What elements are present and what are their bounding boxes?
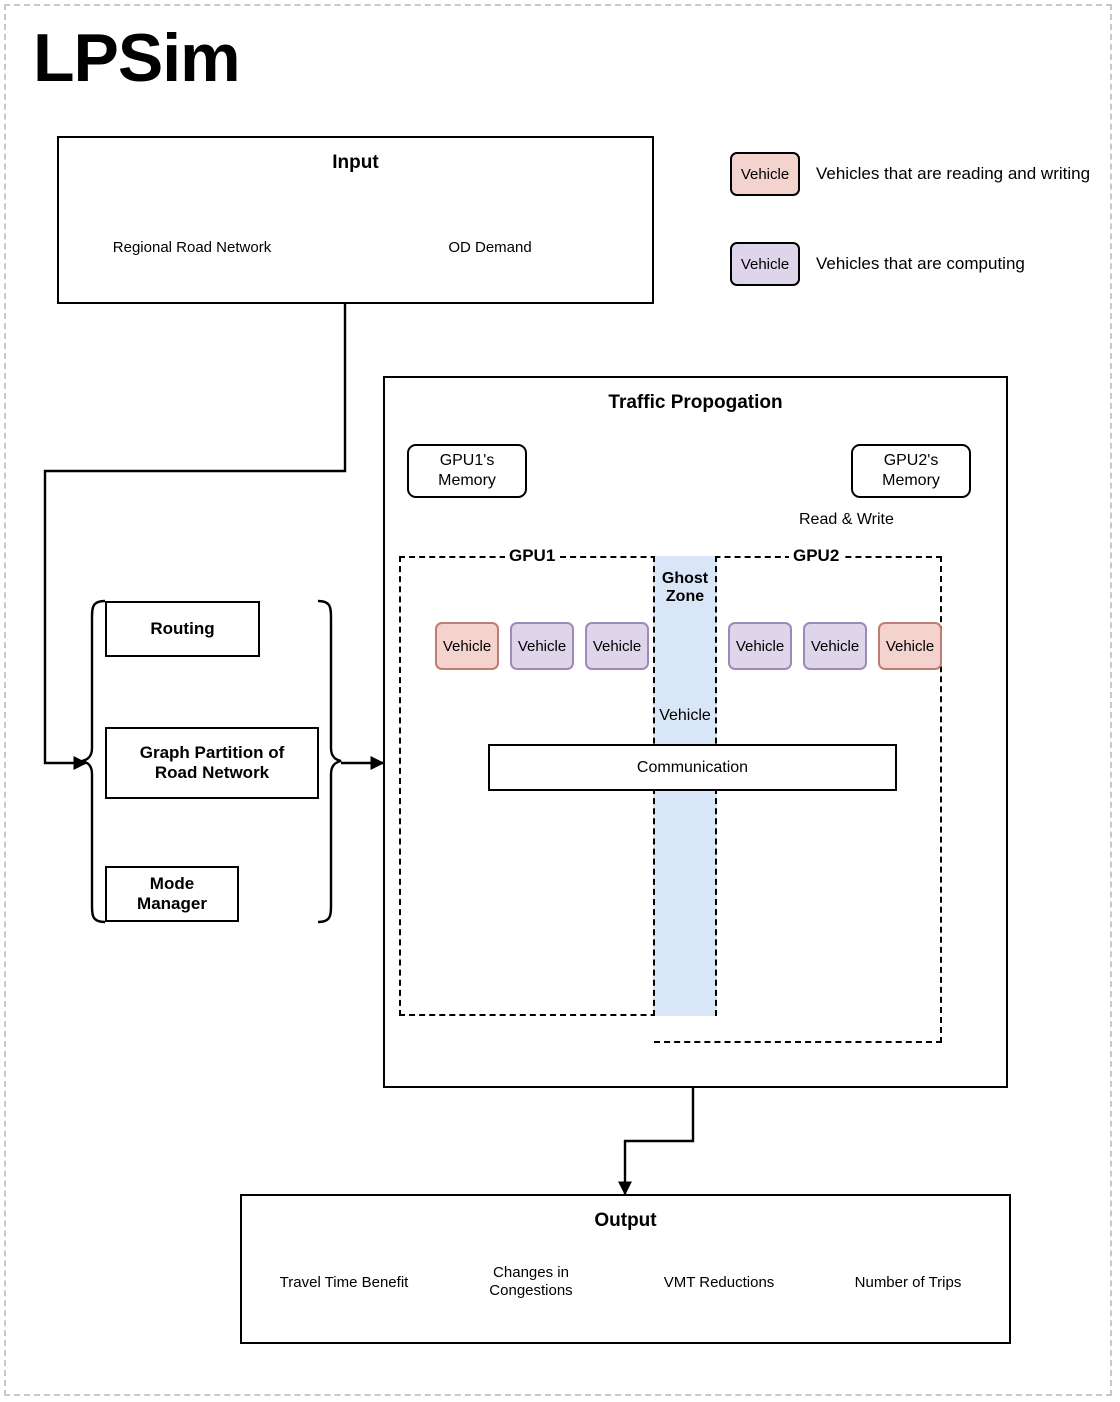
gpu2-vehicle-1[interactable]: Vehicle: [803, 622, 867, 670]
input-cylinder-label-0: Regional Road Network: [112, 239, 272, 256]
gpu2-memory-card: GPU2's Memory: [851, 444, 971, 498]
gpu1-memory-label-line1: GPU1's: [439, 452, 495, 469]
legend-chip-computing: Vehicle: [730, 242, 800, 286]
module-routing[interactable]: Routing: [105, 601, 260, 657]
output-cylinder-label-1-line1: Changes in: [493, 1264, 569, 1281]
gpu2-label: GPU2: [789, 546, 844, 566]
gpu1-vehicle-1[interactable]: Vehicle: [510, 622, 574, 670]
connector-input-to-modules: [43, 303, 347, 770]
read-write-label: Read & Write: [799, 511, 894, 528]
module-mode-manager[interactable]: Mode Manager: [105, 866, 239, 922]
input-heading: Input: [332, 152, 379, 173]
module-mode-manager-label-line2: Manager: [137, 894, 207, 913]
legend-item-computing: Vehicle Vehicles that are computing: [730, 242, 1025, 286]
output-cylinder-label-0: Travel Time Benefit: [279, 1274, 409, 1291]
output-panel: Output: [240, 1194, 1011, 1344]
ghost-zone-label: Ghost Zone: [655, 570, 715, 607]
gpu2-vehicle-0[interactable]: Vehicle: [728, 622, 792, 670]
ghost-zone-label-line1: Ghost: [661, 570, 709, 587]
output-cylinder-label-3: Number of Trips: [854, 1274, 962, 1291]
page-title: LPSim: [33, 20, 241, 96]
module-mode-manager-label-line1: Mode: [149, 873, 195, 893]
gpu2-memory-label-line2: Memory: [882, 472, 940, 489]
communication-label: Communication: [636, 758, 749, 776]
output-cylinder-label-2: VMT Reductions: [663, 1274, 775, 1291]
output-cylinder-label-1-line2: Congestions: [489, 1281, 573, 1299]
communication-box: Communication: [488, 744, 897, 791]
vehicle-transfer-label: Vehicle: [659, 707, 711, 724]
gpu1-vehicle-0[interactable]: Vehicle: [435, 622, 499, 670]
legend-item-reading-writing: Vehicle Vehicles that are reading and wr…: [730, 152, 1090, 196]
brace-modules-left: [81, 599, 106, 924]
brace-modules-right: [317, 599, 342, 924]
output-heading: Output: [594, 1210, 657, 1231]
module-routing-label: Routing: [150, 618, 215, 638]
traffic-propagation-heading: Traffic Propogation: [608, 392, 783, 413]
input-panel: Input: [57, 136, 654, 304]
gpu1-label: GPU1: [505, 546, 560, 566]
module-graph-partition[interactable]: Graph Partition of Road Network: [105, 727, 319, 799]
legend-label-computing: Vehicles that are computing: [816, 254, 1025, 273]
input-cylinder-label-1: OD Demand: [448, 239, 532, 256]
module-graph-partition-label-line2: Road Network: [154, 763, 270, 782]
ghost-zone-label-line2: Zone: [665, 588, 705, 606]
gpu1-memory-label-line2: Memory: [438, 472, 496, 489]
gpu2-vehicle-2[interactable]: Vehicle: [878, 622, 942, 670]
connector-traffic-to-output: [618, 1088, 695, 1196]
gpu2-memory-label-line1: GPU2's: [883, 452, 939, 469]
page-border: [4, 4, 1112, 1396]
gpu1-vehicle-2[interactable]: Vehicle: [585, 622, 649, 670]
gpu1-memory-card: GPU1's Memory: [407, 444, 527, 498]
output-cylinder-label-1: Changes in Congestions: [452, 1264, 610, 1299]
legend-label-reading-writing: Vehicles that are reading and writing: [816, 164, 1091, 183]
module-graph-partition-label-line1: Graph Partition of: [139, 742, 285, 762]
legend-chip-reading-writing: Vehicle: [730, 152, 800, 196]
